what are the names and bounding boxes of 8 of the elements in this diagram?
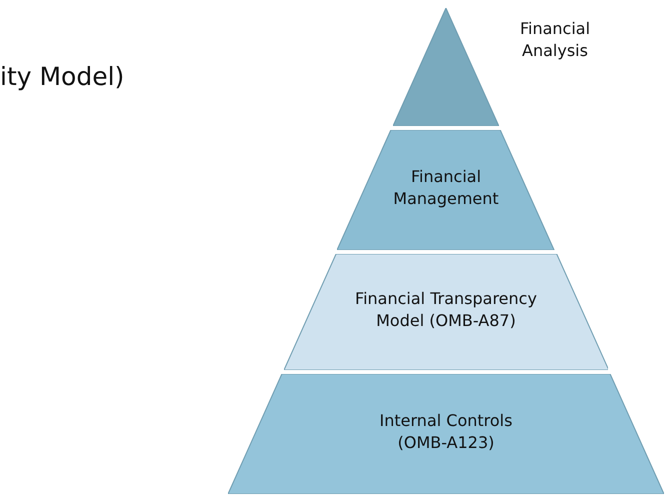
pyramid-tier bbox=[228, 374, 664, 494]
tier-label: Internal Controls (OMB-A123) bbox=[378, 410, 514, 454]
tier-label: Financial Transparency Model (OMB-A87) bbox=[354, 288, 538, 332]
pyramid-tier bbox=[337, 130, 555, 250]
tier-label: Financial Analysis bbox=[518, 18, 592, 62]
slide-title: ity Model) bbox=[0, 62, 124, 91]
tier-label: Financial Management bbox=[392, 166, 500, 210]
pyramid-tier bbox=[284, 254, 608, 370]
